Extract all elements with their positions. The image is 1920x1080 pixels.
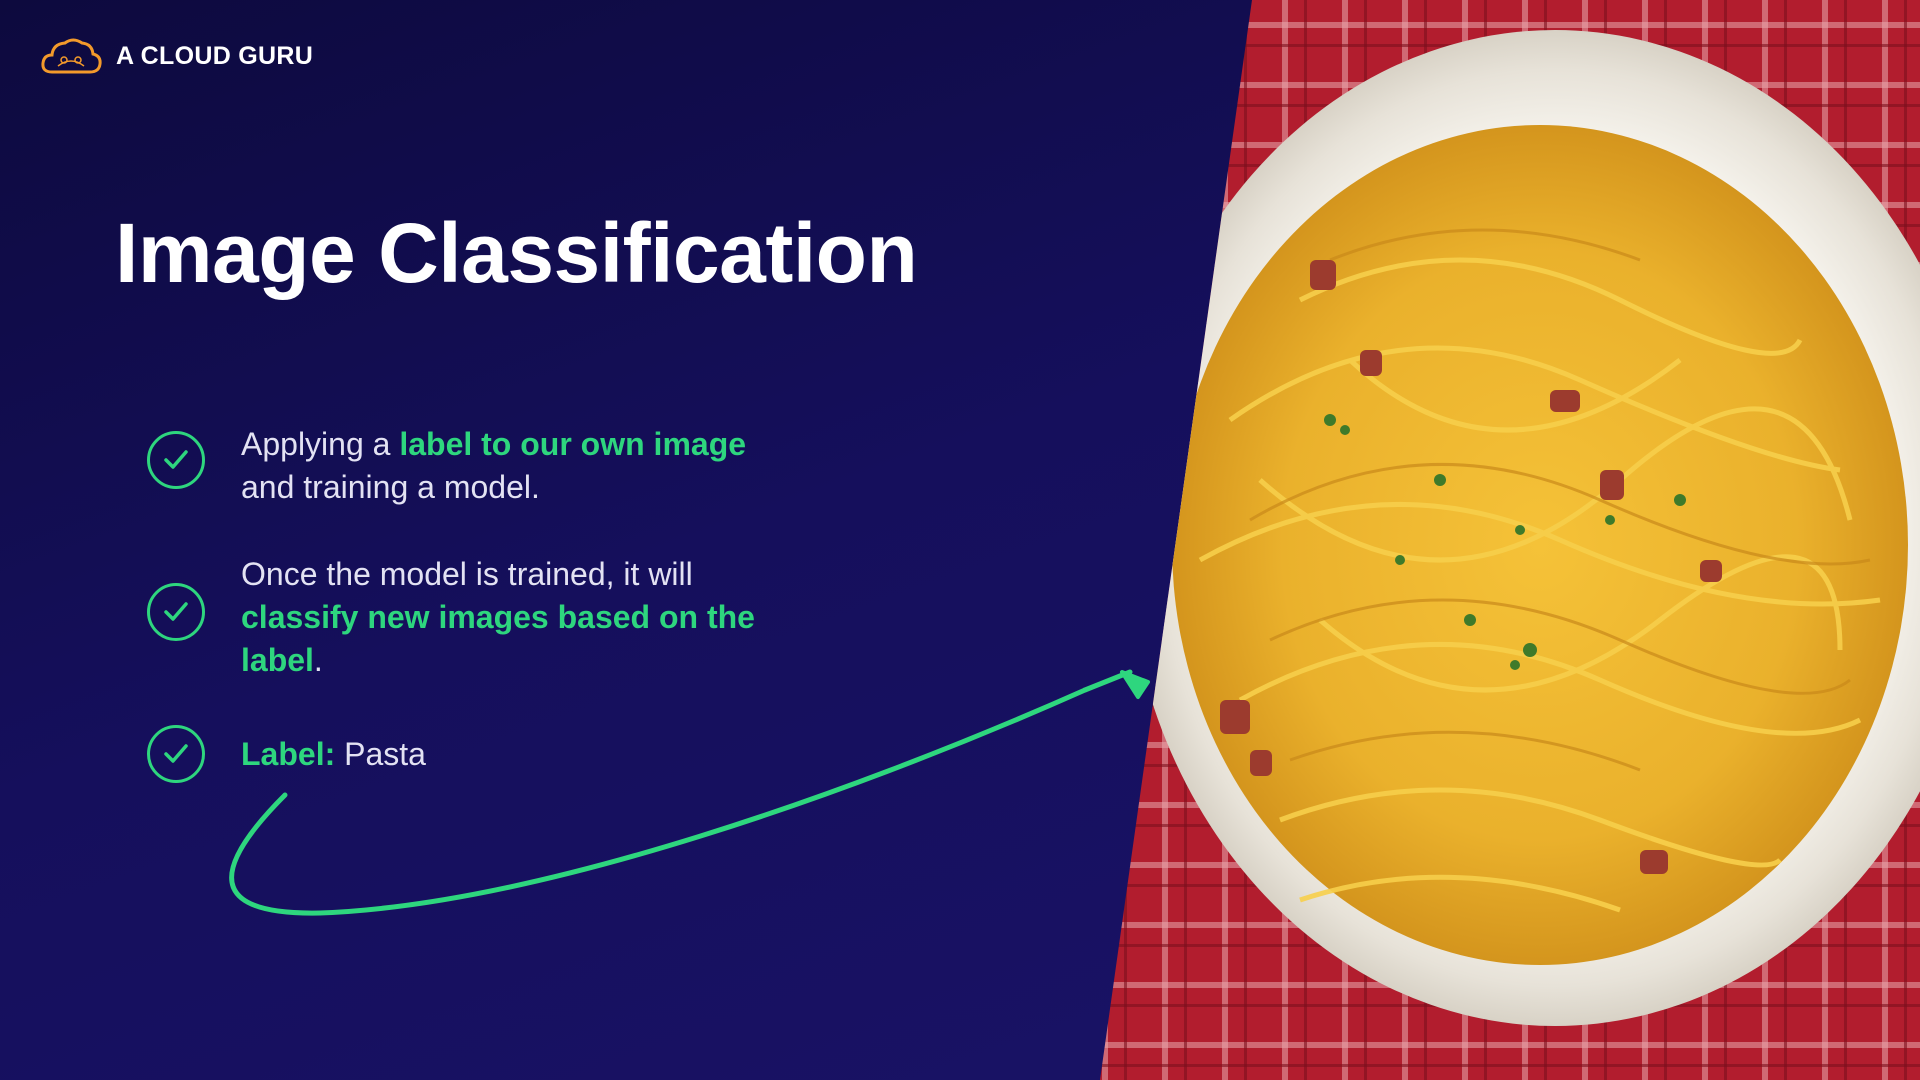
brand-name: A CLOUD GURU — [116, 41, 314, 70]
check-circle-icon — [147, 725, 205, 783]
bullet-text-plain: and training a model. — [241, 469, 540, 505]
bullet-text-highlight: label to our own image — [399, 426, 747, 462]
bullet-text: Applying a label to our own image and tr… — [241, 423, 746, 509]
slide-title: Image Classification — [115, 206, 918, 300]
bullet-item: Applying a label to our own image and tr… — [147, 423, 746, 509]
bullet-text-plain: Applying a — [241, 426, 400, 462]
check-circle-icon — [147, 583, 205, 641]
brand: A CLOUD GURU — [40, 36, 313, 76]
bullet-text-highlight: classify new images based on the label — [241, 599, 755, 678]
bullet-text-plain: Once the model is trained, it will — [241, 556, 693, 592]
bullet-text-plain: . — [313, 642, 323, 678]
bullet-text: Once the model is trained, it will class… — [241, 553, 761, 682]
cloud-logo-icon — [40, 36, 102, 76]
check-circle-icon — [147, 431, 205, 489]
bullet-item: Once the model is trained, it will class… — [147, 553, 761, 682]
